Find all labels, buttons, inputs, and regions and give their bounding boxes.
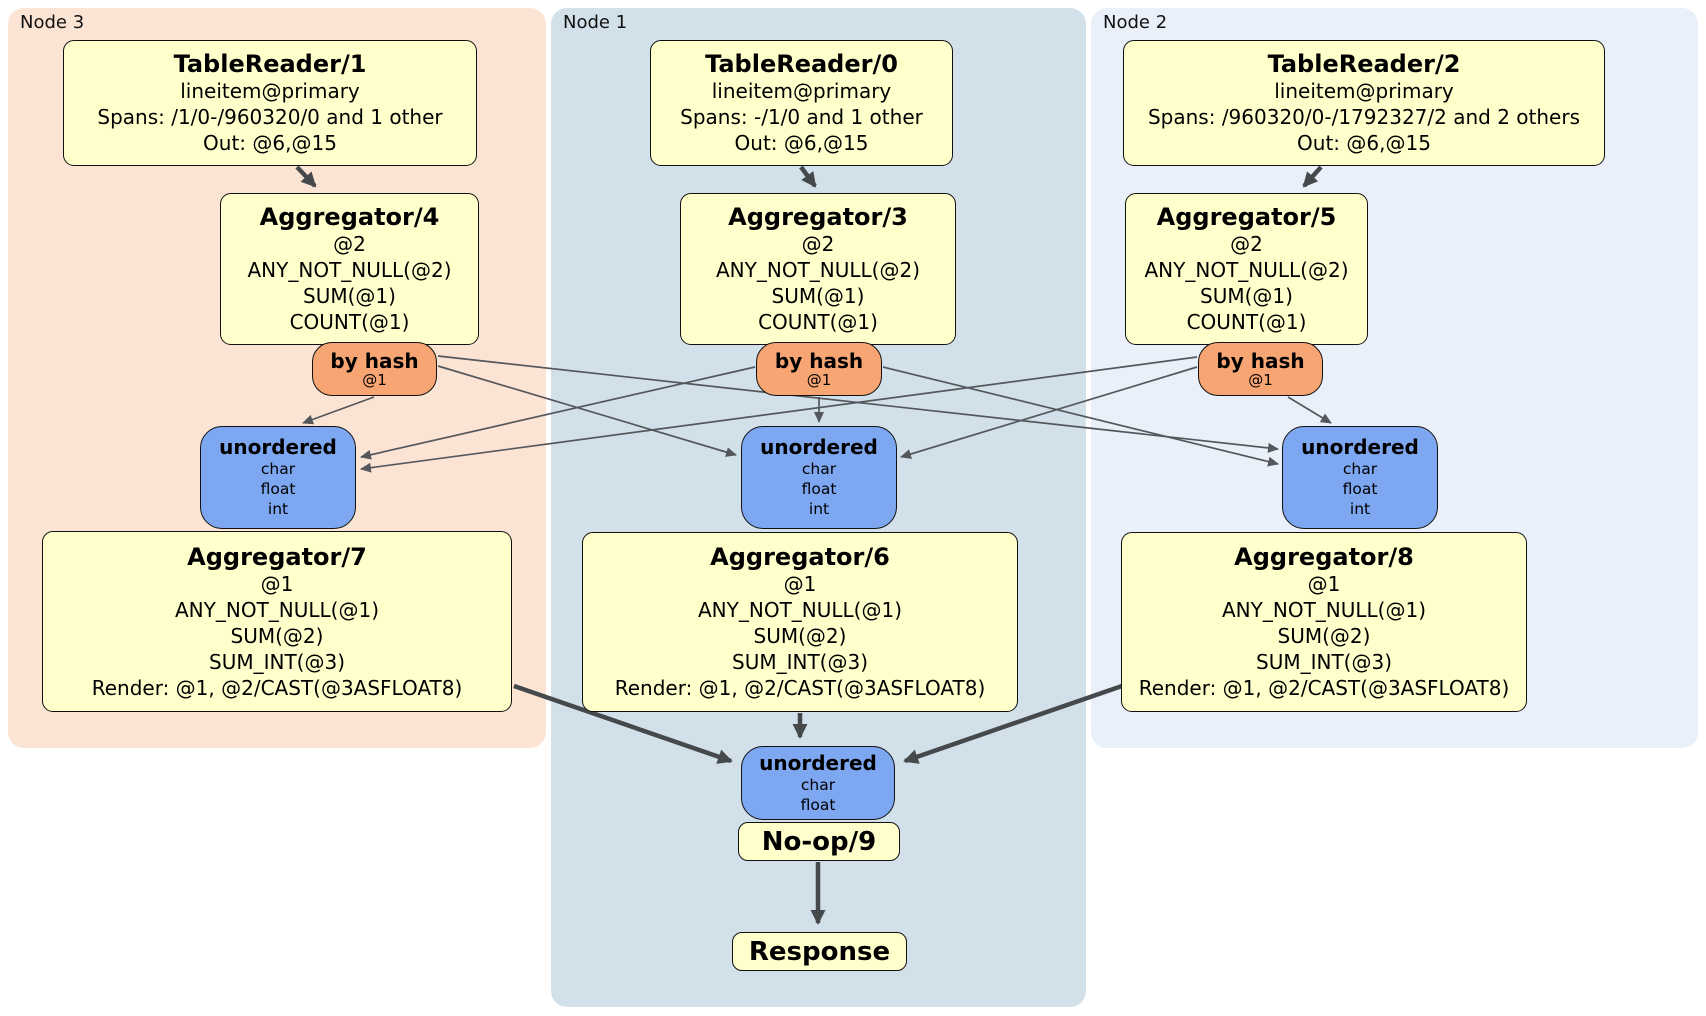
processor-aggregator-6: Aggregator/6 @1 ANY_NOT_NULL(@1) SUM(@2)… [582, 532, 1018, 712]
processor-title: Aggregator/8 [1234, 543, 1414, 571]
region-node3-label: Node 3 [20, 12, 85, 33]
router-by-hash-node3: by hash @1 [312, 342, 437, 396]
agg-fn: COUNT(@1) [289, 310, 410, 334]
router-columns: @1 [362, 370, 387, 389]
agg-fn: ANY_NOT_NULL(@2) [716, 258, 920, 282]
sync-title: unordered [1301, 435, 1419, 459]
processor-aggregator-8: Aggregator/8 @1 ANY_NOT_NULL(@1) SUM(@2)… [1121, 532, 1527, 712]
router-by-hash-node2: by hash @1 [1198, 342, 1323, 396]
agg-fn: SUM(@1) [303, 284, 396, 308]
processor-out: Out: @6,@15 [1297, 131, 1431, 155]
processor-index: lineitem@primary [1274, 79, 1454, 103]
response-node: Response [732, 932, 907, 971]
sync-unordered-node2: unordered char float int [1282, 426, 1438, 529]
router-title: by hash [774, 348, 864, 373]
sync-unordered-node1: unordered char float int [741, 426, 897, 529]
agg-groupcols: @2 [333, 232, 366, 256]
processor-aggregator-3: Aggregator/3 @2 ANY_NOT_NULL(@2) SUM(@1)… [680, 193, 956, 345]
agg-fn: ANY_NOT_NULL(@1) [175, 597, 379, 622]
sync-column-type: char [800, 775, 836, 794]
processor-out: Out: @6,@15 [203, 131, 337, 155]
sync-title: unordered [760, 435, 878, 459]
router-columns: @1 [1248, 370, 1273, 389]
sync-column-type: int [267, 500, 289, 518]
processor-tablereader-1: TableReader/1 lineitem@primary Spans: /1… [63, 40, 477, 166]
agg-fn: ANY_NOT_NULL(@1) [698, 598, 902, 622]
agg-fn: SUM_INT(@3) [732, 650, 868, 674]
processor-title: Aggregator/5 [1156, 203, 1337, 231]
region-node2-label: Node 2 [1103, 12, 1168, 33]
processor-title: TableReader/1 [173, 50, 367, 78]
processor-tablereader-2: TableReader/2 lineitem@primary Spans: /9… [1123, 40, 1605, 166]
agg-fn: SUM_INT(@3) [209, 649, 345, 674]
router-columns: @1 [806, 370, 832, 389]
agg-groupcols: @1 [1307, 572, 1341, 596]
processor-title: TableReader/0 [705, 50, 898, 78]
processor-index: lineitem@primary [180, 79, 360, 103]
sync-column-type: float [1342, 480, 1378, 498]
processor-title: Aggregator/3 [728, 203, 908, 231]
processor-index: lineitem@primary [711, 79, 892, 103]
sync-column-type: char [260, 460, 296, 478]
response-title: Response [748, 936, 891, 967]
sync-column-type: int [1349, 500, 1371, 518]
agg-groupcols: @1 [783, 572, 817, 596]
sync-column-type: float [801, 480, 837, 498]
processor-out: Out: @6,@15 [734, 131, 869, 155]
agg-render: Render: @1, @2/CAST(@3ASFLOAT8) [91, 675, 463, 700]
agg-fn: ANY_NOT_NULL(@2) [247, 258, 452, 282]
sync-column-type: char [801, 460, 837, 478]
agg-fn: ANY_NOT_NULL(@1) [1222, 598, 1426, 622]
processor-tablereader-0: TableReader/0 lineitem@primary Spans: -/… [650, 40, 953, 166]
agg-render: Render: @1, @2/CAST(@3ASFLOAT8) [614, 676, 986, 700]
region-node1-label: Node 1 [563, 12, 628, 33]
agg-fn: SUM(@2) [753, 624, 847, 648]
processor-spans: Spans: /960320/0-/1792327/2 and 2 others [1147, 105, 1580, 129]
agg-fn: SUM(@2) [230, 623, 324, 648]
agg-groupcols: @2 [801, 232, 835, 256]
agg-fn: SUM(@1) [771, 284, 865, 308]
processor-aggregator-7: Aggregator/7 @1 ANY_NOT_NULL(@1) SUM(@2)… [42, 531, 512, 712]
sync-unordered-node3: unordered char float int [200, 426, 356, 529]
processor-title: Aggregator/4 [259, 203, 440, 231]
agg-render: Render: @1, @2/CAST(@3ASFLOAT8) [1138, 676, 1510, 700]
sync-title: unordered [219, 435, 337, 459]
router-title: by hash [330, 348, 419, 373]
agg-fn: SUM(@2) [1277, 624, 1371, 648]
sync-unordered-final: unordered char float [741, 746, 895, 820]
processor-spans: Spans: /1/0-/960320/0 and 1 other [97, 105, 443, 129]
sync-column-type: float [260, 480, 296, 498]
processor-aggregator-4: Aggregator/4 @2 ANY_NOT_NULL(@2) SUM(@1)… [220, 193, 479, 345]
agg-fn: ANY_NOT_NULL(@2) [1144, 258, 1349, 282]
sync-column-type: float [800, 795, 836, 814]
processor-title: Aggregator/6 [710, 543, 890, 571]
sync-column-type: int [808, 500, 830, 518]
processor-title: TableReader/2 [1267, 50, 1461, 78]
agg-fn: SUM_INT(@3) [1256, 650, 1392, 674]
agg-groupcols: @2 [1230, 232, 1263, 256]
agg-groupcols: @1 [260, 571, 294, 596]
agg-fn: COUNT(@1) [758, 310, 878, 334]
router-title: by hash [1216, 348, 1305, 373]
agg-fn: COUNT(@1) [1186, 310, 1307, 334]
processor-title: No-op/9 [761, 826, 877, 857]
processor-noop-9: No-op/9 [738, 822, 900, 861]
agg-fn: SUM(@1) [1200, 284, 1293, 308]
router-by-hash-node1: by hash @1 [756, 342, 882, 396]
sync-title: unordered [759, 750, 877, 775]
processor-spans: Spans: -/1/0 and 1 other [680, 105, 923, 129]
sync-column-type: char [1342, 460, 1378, 478]
processor-aggregator-5: Aggregator/5 @2 ANY_NOT_NULL(@2) SUM(@1)… [1125, 193, 1368, 345]
processor-title: Aggregator/7 [187, 542, 367, 571]
